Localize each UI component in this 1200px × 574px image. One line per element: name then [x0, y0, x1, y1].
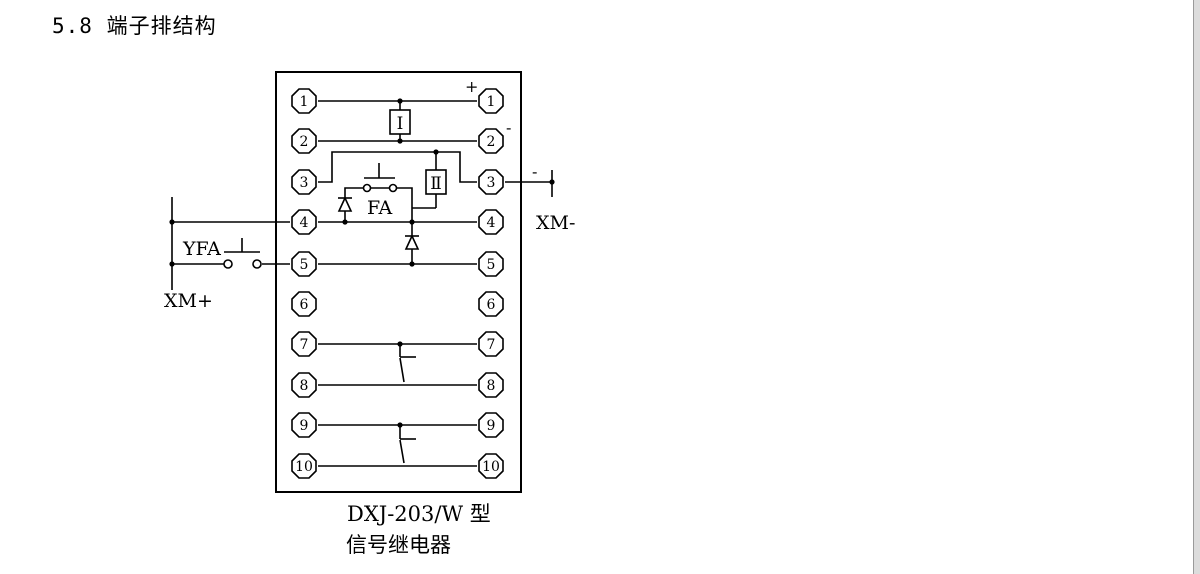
- terminal-left-7: 7: [291, 331, 317, 357]
- button-contacts: [223, 183, 398, 269]
- terminal-right-6: 6: [478, 291, 504, 317]
- terminal-number: 2: [487, 134, 496, 150]
- plus-label: +: [465, 77, 478, 96]
- terminal-number: 9: [300, 418, 309, 434]
- terminal-left-9: 9: [291, 412, 317, 438]
- junction-dots: [169, 98, 555, 428]
- wiring: [171, 100, 553, 467]
- terminal-number: 2: [300, 134, 309, 150]
- terminal-number: 6: [487, 297, 496, 313]
- terminal-left-8: 8: [291, 372, 317, 398]
- terminal-left-5: 5: [291, 251, 317, 277]
- terminal-number: 3: [487, 175, 496, 191]
- terminal-right-10: 10: [478, 453, 504, 479]
- terminal-number: 1: [487, 94, 496, 110]
- fa-label: FA: [367, 197, 393, 219]
- terminal-right-2: 2: [478, 128, 504, 154]
- terminal-right-1: 1: [478, 88, 504, 114]
- terminal-left-4: 4: [291, 209, 317, 235]
- coil-2-label: Ⅱ: [430, 174, 442, 194]
- coil-2: [425, 169, 447, 195]
- terminal-right-9: 9: [478, 412, 504, 438]
- relay-model-caption: DXJ-203/W 型: [347, 502, 491, 526]
- terminals-right: 1 2 3 4 5 6 7 8 9 10: [478, 88, 504, 479]
- terminal-right-3: 3: [478, 169, 504, 195]
- terminal-number: 1: [300, 94, 309, 110]
- terminal-left-10: 10: [291, 453, 317, 479]
- terminal-number: 10: [295, 459, 313, 475]
- terminal-right-8: 8: [478, 372, 504, 398]
- terminals-left: 1 2 3 4 5 6 7 8 9 10: [291, 88, 317, 479]
- terminal-number: 4: [487, 215, 496, 231]
- terminal-left-3: 3: [291, 169, 317, 195]
- diode-fa: [337, 196, 353, 212]
- terminal-number: 6: [300, 297, 309, 313]
- terminal-number: 4: [300, 215, 309, 231]
- terminal-number: 7: [300, 337, 309, 353]
- terminal-number: 5: [300, 257, 309, 273]
- terminal-number: 9: [487, 418, 496, 434]
- terminal-number: 7: [487, 337, 496, 353]
- terminal-right-4: 4: [478, 209, 504, 235]
- terminal-left-1: 1: [291, 88, 317, 114]
- terminal-right-5: 5: [478, 251, 504, 277]
- coil-1: [389, 109, 411, 135]
- terminal-number: 10: [482, 459, 500, 475]
- xm-plus-label: XM+: [164, 290, 213, 312]
- terminal-number: 8: [300, 378, 309, 394]
- xm-minus-label: XM-: [536, 212, 575, 234]
- relay-name-caption: 信号继电器: [346, 533, 451, 557]
- relay-housing: [275, 71, 522, 493]
- terminal-right-7: 7: [478, 331, 504, 357]
- yfa-label: YFA: [182, 238, 221, 260]
- terminal-number: 8: [487, 378, 496, 394]
- scrollbar-edge: [1193, 0, 1200, 574]
- minus-label: -: [506, 118, 511, 137]
- diode-main: [404, 234, 420, 250]
- section-title: 5.8 端子排结构: [52, 14, 217, 38]
- terminal-number: 3: [300, 175, 309, 191]
- minus-ext-label: -: [532, 162, 537, 181]
- terminal-left-6: 6: [291, 291, 317, 317]
- coil-1-label: Ⅰ: [397, 114, 404, 134]
- terminal-number: 5: [487, 257, 496, 273]
- terminal-left-2: 2: [291, 128, 317, 154]
